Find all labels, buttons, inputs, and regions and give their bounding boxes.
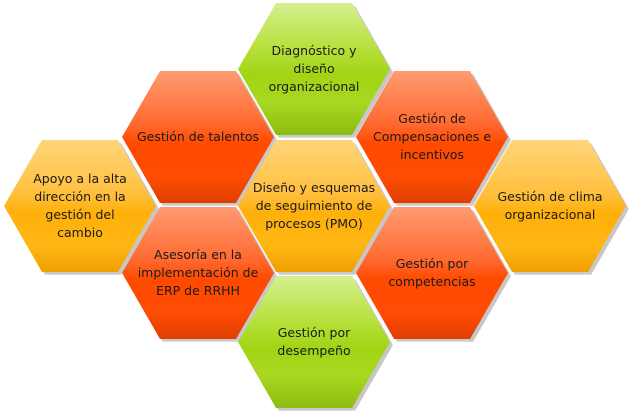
hex-label: Gestión de talentos (136, 129, 260, 144)
hex-diagnostico-shape[interactable]: Diagnóstico y diseño organizacional (238, 3, 390, 135)
hex-label: Gestión de Compensaciones e incentivos (372, 111, 492, 162)
hex-compensaciones-shape[interactable]: Gestión de Compensaciones e incentivos (356, 71, 508, 203)
hex-competencias: Gestión por competencias (356, 207, 511, 342)
hex-label: Gestión de clima organizacional (497, 189, 603, 222)
hex-pmo: Diseño y esquemas de seguimiento de proc… (238, 140, 393, 275)
hex-label: Diagnóstico y diseño organizacional (268, 43, 360, 94)
hex-desempeno-shape[interactable]: Gestión por desempeño (238, 276, 390, 408)
hex-talentos: Gestión de talentos (122, 71, 277, 206)
hex-diagnostico: Diagnóstico y diseño organizacional (238, 3, 393, 138)
hex-label: Apoyo a la alta dirección en la gestión … (33, 171, 127, 240)
hex-competencias-shape[interactable]: Gestión por competencias (356, 207, 508, 339)
hex-label: Asesoría en la implementación de ERP de … (137, 247, 259, 298)
hex-apoyo: Apoyo a la alta dirección en la gestión … (4, 140, 159, 275)
hex-desempeno: Gestión por desempeño (238, 276, 393, 411)
hex-pmo-shape[interactable]: Diseño y esquemas de seguimiento de proc… (238, 140, 390, 272)
hex-label: Gestión por competencias (388, 256, 476, 289)
hex-label: Diseño y esquemas de seguimiento de proc… (252, 180, 376, 231)
hex-compensaciones: Gestión de Compensaciones e incentivos (356, 71, 511, 206)
hex-label: Gestión por desempeño (277, 325, 351, 358)
hex-clima: Gestión de clima organizacional (474, 140, 629, 275)
